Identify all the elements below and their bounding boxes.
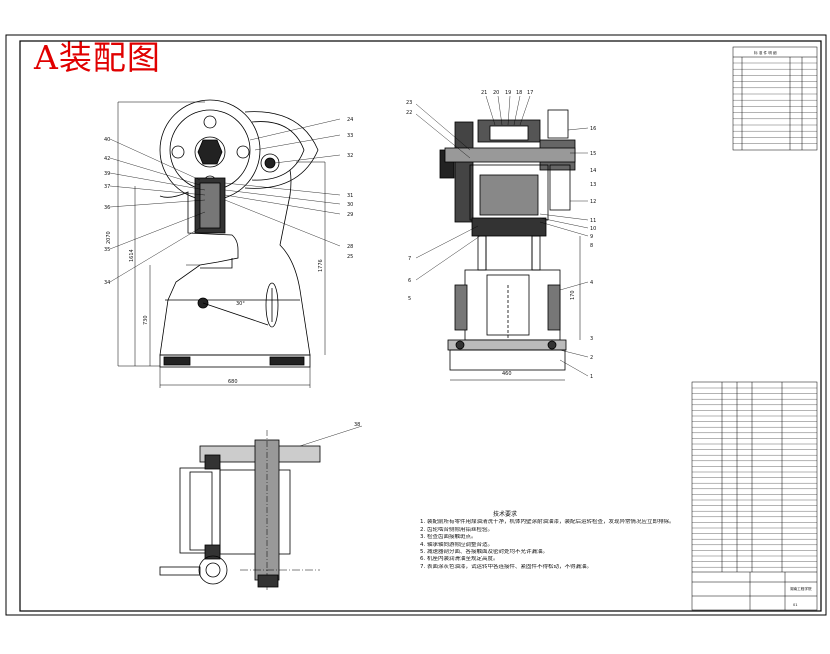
callout-label: 35 — [104, 247, 110, 253]
callout-label: 36 — [104, 205, 110, 211]
dim-height-3: 730 — [143, 315, 149, 325]
callout-label: 4 — [590, 280, 593, 286]
technical-requirement-line: 5. 减速器剖分面、各接触面及密封处均不允许漏油。 — [420, 549, 548, 556]
callout-label: 18 — [516, 90, 522, 96]
parts-table — [732, 46, 818, 151]
callout-label: 9 — [590, 234, 593, 240]
dim-angle: 30° — [236, 301, 245, 307]
dim-height-total: 1776 — [318, 259, 324, 272]
callout-label: 33 — [347, 133, 353, 139]
parts-table-rows — [733, 62, 817, 144]
technical-requirement-line: 1. 装配前所有零件用煤油清洗干净，机体内壁涂耐油油漆，装配后运转检查，发现异常… — [420, 519, 675, 526]
side-view — [415, 95, 589, 381]
callout-label: 22 — [406, 110, 412, 116]
technical-requirement-line: 3. 检查齿面接触斑点。 — [420, 534, 477, 541]
callout-label: 14 — [590, 168, 596, 174]
dim-width: 460 — [502, 371, 512, 377]
technical-requirement-line: 2. 齿轮啮合侧隙用铅丝检验。 — [420, 526, 493, 533]
inner-frame — [19, 40, 822, 612]
technical-requirements: 技术要求 1. 装配前所有零件用煤油清洗干净，机体内壁涂耐油油漆，装配后运转检查… — [420, 511, 680, 571]
callout-label: 29 — [347, 212, 353, 218]
plan-view — [159, 425, 363, 590]
bom-table — [691, 381, 818, 611]
callout-label: 21 — [481, 90, 487, 96]
parts-table-heading: 标 准 件 明 细 — [754, 50, 777, 55]
title-block-school: 湖南工程学院 — [790, 586, 812, 591]
dim-stroke: 170 — [570, 290, 576, 300]
callout-label: 1 — [590, 374, 593, 380]
technical-requirement-line: 7. 表面涂灰色油漆，试运转中各连接件、紧固件不得松动，不得漏油。 — [420, 563, 592, 570]
callout-label: 12 — [590, 199, 596, 205]
callout-label: 30 — [347, 202, 353, 208]
callout-label: 2 — [590, 355, 593, 361]
callout-label: 11 — [590, 218, 596, 224]
callout-label: 7 — [408, 256, 411, 262]
callout-label: 38 — [354, 422, 360, 428]
front-view — [109, 99, 341, 388]
callout-label: 5 — [408, 296, 411, 302]
callout-label: 15 — [590, 151, 596, 157]
callout-label: 37 — [104, 184, 110, 190]
dim-height-2: 1614 — [129, 249, 135, 262]
callout-label: 3 — [590, 336, 593, 342]
callout-label: 24 — [347, 117, 353, 123]
callout-label: 42 — [104, 156, 110, 162]
callout-label: 20 — [493, 90, 499, 96]
callout-label: 10 — [590, 226, 596, 232]
callout-label: 19 — [505, 90, 511, 96]
dim-height-1: 2070 — [106, 231, 112, 244]
callout-label: 25 — [347, 254, 353, 260]
outer-frame — [5, 34, 827, 616]
callout-label: 23 — [406, 100, 412, 106]
front-view-labels: 2070 1614 730 680 1776 30° 40 42 39 37 3… — [104, 117, 353, 385]
callout-label: 13 — [590, 182, 596, 188]
dim-width: 680 — [228, 379, 238, 385]
callout-label: 28 — [347, 244, 353, 250]
drawing-title: A装配图 — [34, 38, 161, 77]
bom-rows — [692, 387, 817, 568]
technical-requirements-heading: 技术要求 — [492, 511, 517, 518]
callout-label: 32 — [347, 153, 353, 159]
technical-requirement-line: 6. 机座内装润滑油至规定高度。 — [420, 556, 499, 563]
side-view-labels: 23 22 21 20 19 18 17 7 6 5 16 15 14 13 1… — [406, 90, 596, 380]
callout-label: 34 — [104, 280, 110, 286]
technical-requirement-line: 4. 轴承轴向游隙应调整合适。 — [420, 541, 493, 548]
callout-label: 39 — [104, 171, 110, 177]
callout-label: 8 — [590, 243, 593, 249]
callout-label: 31 — [347, 193, 353, 199]
callout-label: 16 — [590, 126, 596, 132]
title-block-drawing-no: 01 — [793, 603, 798, 607]
callout-label: 6 — [408, 278, 411, 284]
callout-label: 40 — [104, 137, 110, 143]
callout-label: 17 — [527, 90, 533, 96]
